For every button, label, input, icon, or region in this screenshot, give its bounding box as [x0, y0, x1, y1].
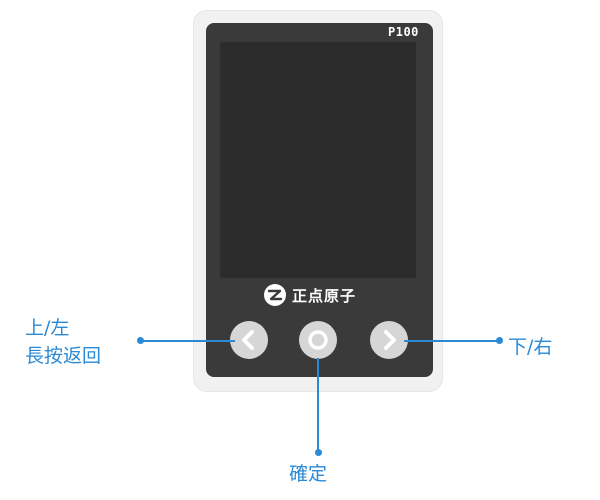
callout-label-left: 上/左 長按返回: [25, 314, 101, 370]
callout-line-bottom: [317, 358, 319, 452]
callout-dot-right: [496, 337, 503, 344]
callout-label-left-line1: 上/左: [25, 314, 101, 342]
device-screen: [220, 42, 416, 278]
callout-dot-bottom: [315, 449, 322, 456]
chevron-right-icon: [370, 321, 408, 359]
callout-line-left: [141, 340, 235, 342]
ring-icon: [299, 321, 337, 359]
model-label: P100: [388, 25, 419, 39]
callout-line-right: [404, 340, 499, 342]
chevron-left-icon: [230, 321, 268, 359]
left-button[interactable]: [230, 321, 268, 359]
brand-row: 正点原子: [263, 283, 356, 307]
brand-name: 正点原子: [292, 285, 356, 306]
zd-logo-icon: [263, 283, 287, 307]
callout-label-left-line2: 長按返回: [25, 342, 101, 370]
callout-label-right: 下/右: [508, 333, 552, 361]
callout-label-bottom: 確定: [289, 460, 327, 488]
right-button[interactable]: [370, 321, 408, 359]
confirm-button[interactable]: [299, 321, 337, 359]
